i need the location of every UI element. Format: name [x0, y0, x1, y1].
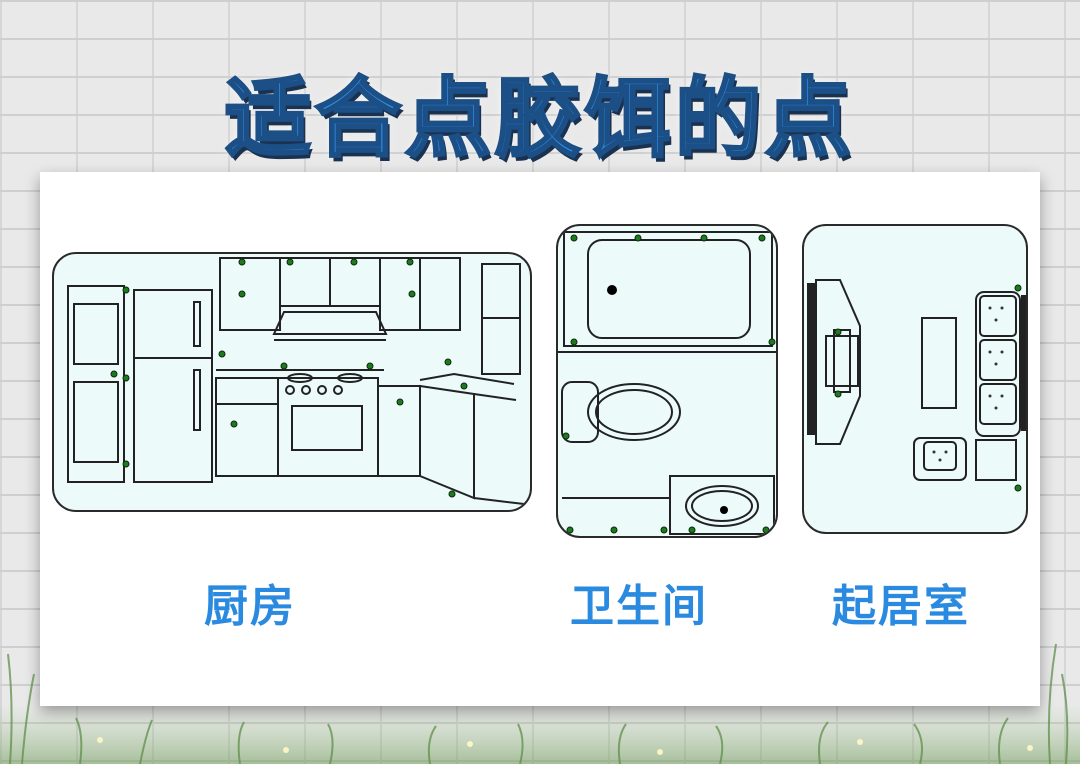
living-room-label: 起居室: [832, 581, 970, 632]
bathroom-label: 卫生间: [570, 581, 708, 632]
kitchen-label: 厨房: [204, 581, 296, 632]
page-title: 适合点胶饵的点: [224, 68, 855, 171]
living-room-drawing: [807, 279, 1026, 492]
bathroom-illustration: [556, 224, 778, 538]
kitchen-illustration: [52, 252, 532, 512]
bathroom-drawing: [558, 231, 776, 535]
living-room-illustration: [802, 224, 1028, 534]
kitchen-drawing: [67, 257, 525, 505]
